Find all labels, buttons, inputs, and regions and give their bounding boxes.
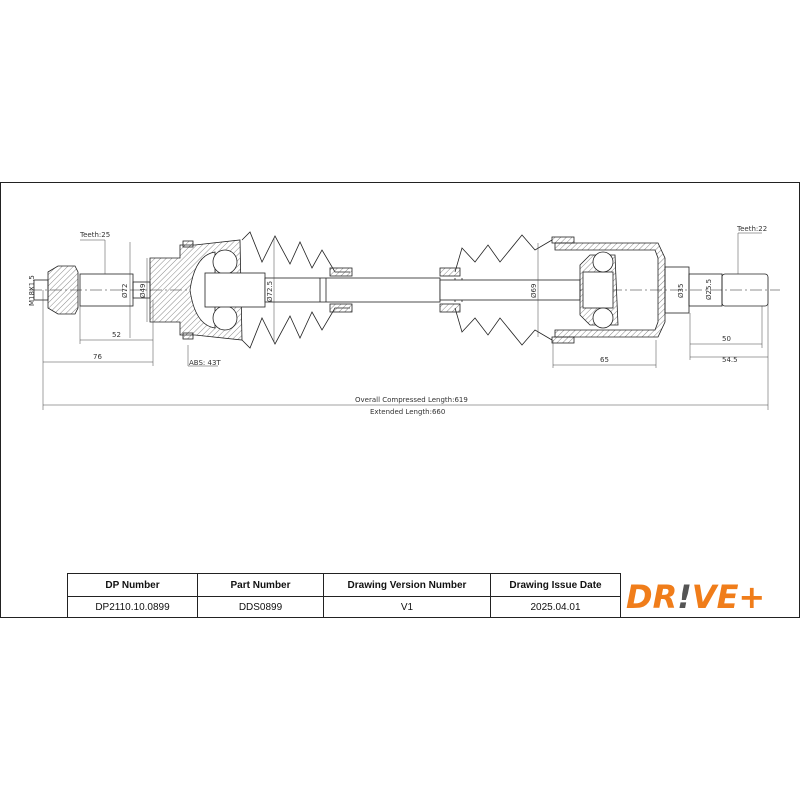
teeth-right-label: Teeth:22	[736, 225, 767, 233]
dia-72-label: Ø72	[121, 284, 129, 298]
dim-76: 76	[93, 353, 102, 361]
dia-69-label: Ø69	[530, 284, 538, 298]
overall-length: Overall Compressed Length:619	[355, 396, 468, 404]
svg-text:DR!VE+: DR!VE+	[626, 578, 765, 615]
extended-length: Extended Length:660	[370, 408, 445, 416]
thread-label: M18X1.5	[28, 275, 36, 306]
inner-boot	[454, 234, 553, 273]
dim-52: 52	[112, 331, 121, 339]
shaft	[264, 277, 441, 303]
inner-cv-housing	[554, 242, 666, 338]
ball	[212, 305, 238, 331]
header-issue-date: Drawing Issue Date	[490, 573, 621, 597]
dia-72-5-label: Ø72.5	[266, 281, 274, 302]
value-version: V1	[323, 596, 491, 618]
abs-label: ABS: 43T	[189, 359, 221, 367]
dim-65: 65	[600, 356, 609, 364]
hub-nut	[47, 265, 79, 315]
header-version: Drawing Version Number	[323, 573, 491, 597]
value-part-number: DDS0899	[197, 596, 324, 618]
title-block: DP Number Part Number Drawing Version Nu…	[67, 573, 621, 618]
dim-54-5: 54.5	[722, 356, 738, 364]
ball	[212, 249, 238, 275]
value-issue-date: 2025.04.01	[490, 596, 621, 618]
header-part-number: Part Number	[197, 573, 324, 597]
header-dp-number: DP Number	[67, 573, 198, 597]
teeth-left-label: Teeth:25	[79, 231, 110, 239]
dia-25-5-label: Ø25.5	[705, 279, 713, 300]
dia-49-label: Ø49	[139, 284, 147, 298]
inner-spline	[721, 273, 769, 307]
outer-boot	[241, 231, 350, 273]
drive-plus-logo: DR!VE+	[626, 578, 765, 615]
dia-35-label: Ø35	[677, 284, 685, 298]
value-dp-number: DP2110.10.0899	[67, 596, 198, 618]
dim-50: 50	[722, 335, 731, 343]
